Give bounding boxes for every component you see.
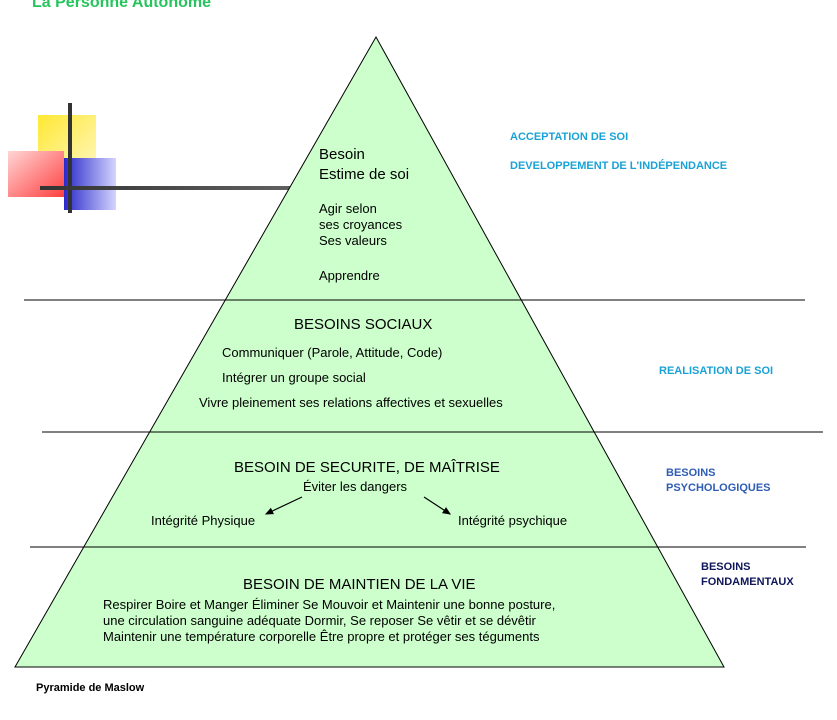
label-realisation: REALISATION DE SOI [659,365,774,377]
esteem-item-line: ses croyances [319,217,403,232]
esteem-heading: Besoin Estime de soi [319,145,409,185]
security-physical: Intégrité Physique [151,513,256,528]
arrow-left [264,496,303,515]
label-fondamentaux-line1: BESOINS [701,561,751,573]
social-item: Intégrer un groupe social [222,370,366,385]
arrow-right [423,496,452,515]
label-fondamentaux-line2: FONDAMENTAUX [701,576,794,588]
label-fondamentaux: BESOINS FONDAMENTAUX [701,560,794,590]
social-item: Communiquer (Parole, Attitude, Code) [222,345,443,360]
label-developpement: DEVELOPPEMENT DE L'INDÉPENDANCE [510,160,728,172]
figure-caption: Pyramide de Maslow [36,682,145,694]
social-item: Vivre pleinement ses relations affective… [199,395,503,410]
label-psychologiques: BESOINS PSYCHOLOGIQUES [666,466,771,496]
label-acceptation: ACCEPTATION DE SOI [510,131,629,143]
security-heading: BESOIN DE SECURITE, DE MAÎTRISE [234,459,500,476]
survival-needs-line: Respirer Boire et Manger Éliminer Se Mou… [103,597,556,612]
label-psychologiques-line1: BESOINS [666,467,716,479]
esteem-item-beliefs: Agir selon ses croyances Ses valeurs [319,201,402,249]
blue-square [64,158,116,210]
horizontal-bar [40,186,395,190]
esteem-item-line: Agir selon [319,201,377,216]
esteem-heading-line1: Besoin [319,146,365,163]
esteem-item-learn: Apprendre [319,268,380,283]
security-subheading: Éviter les dangers [303,479,408,494]
social-heading: BESOINS SOCIAUX [294,316,433,333]
page-title: La Personne Autonome [32,0,211,11]
survival-heading: BESOIN DE MAINTIEN DE LA VIE [243,576,476,593]
security-psychic: Intégrité psychique [458,513,568,528]
esteem-heading-line2: Estime de soi [319,166,410,183]
esteem-item-line: Ses valeurs [319,233,387,248]
survival-needs: Respirer Boire et Manger Éliminer Se Mou… [103,597,555,645]
vertical-bar [68,103,72,213]
red-square [8,151,64,197]
label-psychologiques-line2: PSYCHOLOGIQUES [666,482,771,494]
decorative-logo [8,103,395,213]
survival-needs-line: une circulation sanguine adéquate Dormir… [103,613,536,628]
pyramid-shape [14,35,725,668]
survival-needs-line: Maintenir une température corporelle Êtr… [103,629,540,644]
